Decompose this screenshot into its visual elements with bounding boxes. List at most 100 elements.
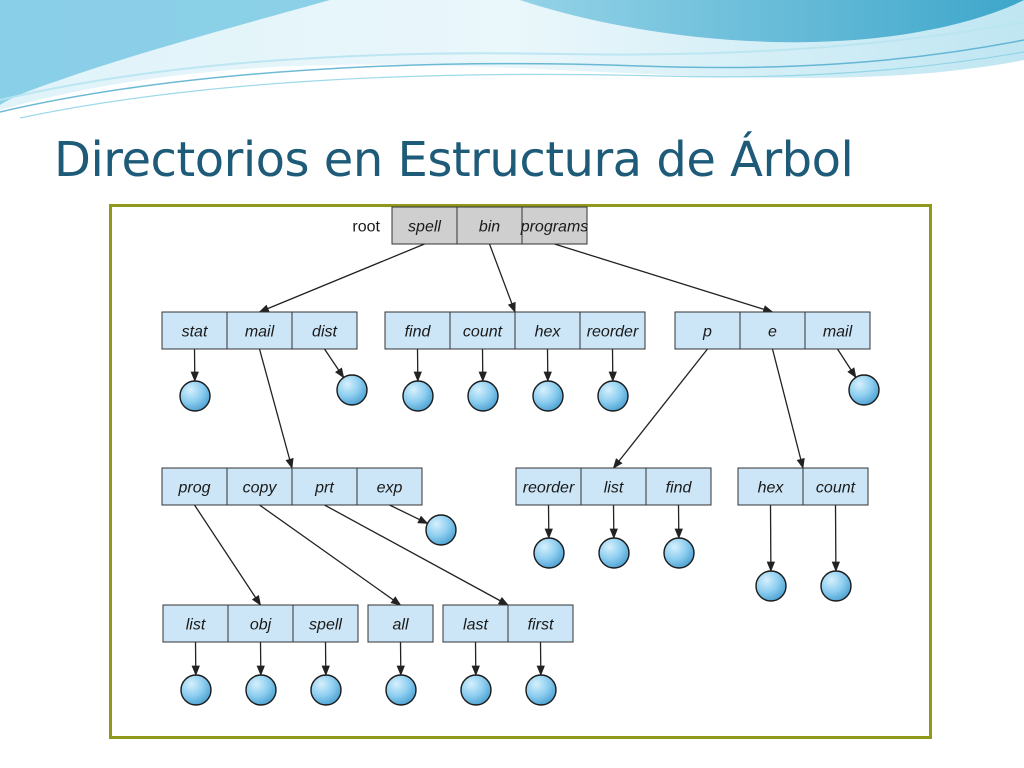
entry-cell-mail-prt xyxy=(291,467,358,506)
directory-mail: prog copy prt exp xyxy=(161,467,423,506)
slide-header-decoration xyxy=(0,0,1024,119)
entry-label: count xyxy=(463,324,503,341)
entry-label: find xyxy=(666,480,693,497)
entry-cell-p-reorder xyxy=(515,467,582,506)
entry-label: last xyxy=(463,617,488,634)
directory-e: hex count xyxy=(737,467,869,506)
entry-label: stat xyxy=(182,324,208,341)
entry-cell-root-programs xyxy=(521,206,588,245)
entry-cell-mail-exp xyxy=(356,467,423,506)
entry-cell-prog-obj xyxy=(227,604,294,643)
entry-label: find xyxy=(405,324,432,341)
entry-label: reorder xyxy=(523,480,575,497)
file-node-spell-dist xyxy=(336,374,368,406)
entry-cell-programs-e xyxy=(739,311,806,350)
file-node-prog-obj xyxy=(245,674,277,706)
file-node-mail-exp xyxy=(425,514,457,546)
file-node-bin-reorder xyxy=(597,380,629,412)
entry-cell-spell-dist xyxy=(291,311,358,350)
edge-spell-to-mail xyxy=(258,348,294,470)
entry-cell-p-find xyxy=(645,467,712,506)
file-node-e-count xyxy=(820,570,852,602)
entry-cell-bin-reorder xyxy=(579,311,646,350)
banner-streak-2 xyxy=(19,51,1024,119)
entry-label: mail xyxy=(245,324,275,341)
entry-label: exp xyxy=(377,480,403,497)
entry-label: programs xyxy=(520,219,589,236)
entry-label: spell xyxy=(408,219,441,236)
directory-programs: p e mail xyxy=(674,311,871,350)
entry-label: prt xyxy=(314,480,334,497)
entry-cell-programs-p xyxy=(674,311,741,350)
entry-cell-prog-list xyxy=(162,604,229,643)
entry-cell-bin-find xyxy=(384,311,451,350)
edge-root-to-bin xyxy=(488,243,516,313)
directory-prt: last first xyxy=(442,604,574,643)
banner-streak-3 xyxy=(0,21,1024,101)
entry-label: bin xyxy=(479,219,500,236)
edge-mail-to-copy xyxy=(259,504,402,606)
edge-mail-to-prt xyxy=(324,504,509,606)
entry-label: list xyxy=(186,617,206,634)
edge-root-to-spell xyxy=(258,243,425,313)
edge-spell-dist-file xyxy=(323,348,345,379)
entry-label: p xyxy=(702,324,712,341)
entry-cell-e-count xyxy=(802,467,869,506)
entry-cell-bin-count xyxy=(449,311,516,350)
file-node-programs-mail xyxy=(848,374,880,406)
entry-cell-mail-copy xyxy=(226,467,293,506)
directory-root: spell bin programs xyxy=(391,206,589,245)
file-node-bin-find xyxy=(402,380,434,412)
entry-label: obj xyxy=(250,617,272,634)
entry-cell-programs-mail xyxy=(804,311,871,350)
file-node-p-list xyxy=(598,537,630,569)
file-node-bin-count xyxy=(467,380,499,412)
slide-title: Directorios en Estructura de Árbol xyxy=(54,132,854,188)
edge-programs-mail-file xyxy=(836,348,857,379)
edge-programs-to-e xyxy=(771,348,805,470)
directory-bin: find count hex reorder xyxy=(384,311,646,350)
entry-cell-p-list xyxy=(580,467,647,506)
file-node-copy-all xyxy=(385,674,417,706)
file-node-p-find xyxy=(663,537,695,569)
entry-label: spell xyxy=(309,617,342,634)
directory-spell: stat mail dist xyxy=(161,311,358,350)
entry-label: first xyxy=(528,617,554,634)
entry-cell-mail-prog xyxy=(161,467,228,506)
entry-cell-copy-all xyxy=(367,604,434,643)
entry-cell-prt-first xyxy=(507,604,574,643)
banner-wave-main xyxy=(0,0,1024,43)
file-node-prog-list xyxy=(180,674,212,706)
entry-label: hex xyxy=(758,480,785,497)
file-node-p-reorder xyxy=(533,537,565,569)
directory-copy: all xyxy=(367,604,434,643)
edge-mail-to-prog xyxy=(193,504,262,606)
banner-streak-1 xyxy=(0,39,1024,113)
edge-programs-to-p xyxy=(612,348,709,469)
file-node-bin-hex xyxy=(532,380,564,412)
entry-label: copy xyxy=(243,480,278,497)
entry-label: count xyxy=(816,480,856,497)
entry-label: all xyxy=(392,617,408,634)
entry-label: dist xyxy=(312,324,337,341)
entry-label: reorder xyxy=(587,324,639,341)
banner-wave-left xyxy=(0,0,330,105)
entry-label: mail xyxy=(823,324,853,341)
entry-cell-e-hex xyxy=(737,467,804,506)
file-node-prog-spell xyxy=(310,674,342,706)
entry-cell-prt-last xyxy=(442,604,509,643)
root-label: root xyxy=(352,219,380,236)
file-node-prt-last xyxy=(460,674,492,706)
file-node-spell-stat xyxy=(179,380,211,412)
entry-label: prog xyxy=(177,480,210,497)
file-node-prt-first xyxy=(525,674,557,706)
directory-prog: list obj spell xyxy=(162,604,359,643)
entry-cell-root-spell xyxy=(391,206,458,245)
entry-cell-spell-mail xyxy=(226,311,293,350)
entry-label: hex xyxy=(535,324,562,341)
entry-cell-prog-spell xyxy=(292,604,359,643)
edge-root-to-programs xyxy=(554,243,774,314)
entry-label: e xyxy=(768,324,777,341)
